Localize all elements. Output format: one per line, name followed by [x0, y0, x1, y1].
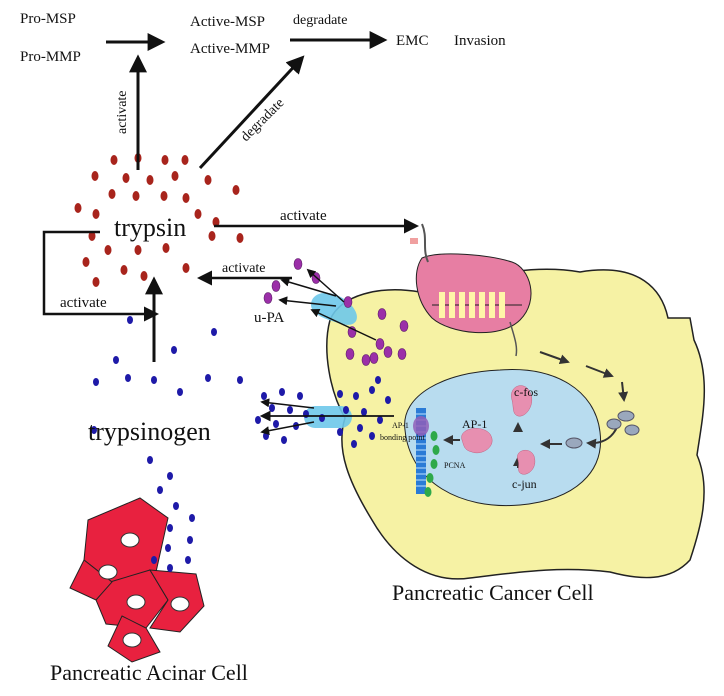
g-protein-icon [565, 410, 640, 449]
emc-label: EMC [396, 33, 429, 49]
pro-mmp-label: Pro-MMP [20, 49, 81, 65]
c-fos-label: c-fos [514, 385, 538, 399]
cancer-cell-caption: Pancreatic Cancer Cell [392, 580, 594, 605]
ap1-site-label: AP-1 [392, 421, 409, 430]
activate-vertical-label: activate [115, 90, 130, 134]
dna-strand-icon [413, 408, 429, 494]
activate-upa-label: activate [222, 261, 266, 276]
ap1-binding-point-label: bonding point [380, 433, 425, 442]
pcna-dots [424, 431, 440, 497]
pathway-arrows [42, 31, 419, 362]
channel-lower-icon [304, 406, 352, 428]
small-arrows [259, 268, 394, 436]
activate-loop-label: activate [60, 295, 107, 311]
degradate-top-label: degradate [293, 13, 347, 28]
ap1-label: AP-1 [462, 417, 487, 431]
trypsin-dots [74, 153, 244, 287]
upa-label: u-PA [254, 310, 284, 326]
active-msp-label: Active-MSP [190, 14, 265, 30]
active-mmp-label: Active-MMP [190, 41, 270, 57]
pro-msp-label: Pro-MSP [20, 11, 76, 27]
invasion-label: Invasion [454, 33, 506, 49]
nucleus [404, 369, 602, 507]
trypsinogen-label: trypsinogen [88, 417, 211, 446]
trypsin-label: trypsin [114, 213, 186, 242]
trypsinogen-dots [91, 316, 391, 572]
acinar-cell-caption: Pancreatic Acinar Cell [50, 660, 248, 685]
activate-receptor-label: activate [280, 208, 327, 224]
upa-dots [263, 258, 409, 366]
c-jun-label: c-jun [512, 477, 537, 491]
acinar-cell-cluster [69, 497, 205, 663]
receptor-icon [410, 223, 532, 357]
pcna-label: PCNA [444, 461, 466, 470]
protein-blobs [461, 385, 536, 475]
